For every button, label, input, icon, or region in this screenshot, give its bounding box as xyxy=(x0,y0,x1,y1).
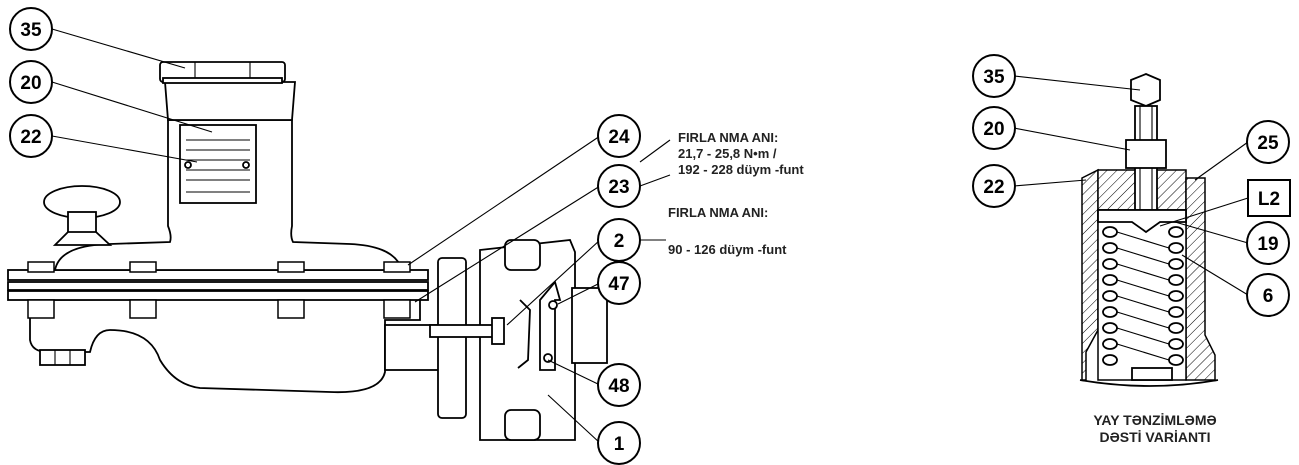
callout-6: 6 xyxy=(1246,273,1290,317)
callout-35-right: 35 xyxy=(972,54,1016,98)
torque-note-2-heading: FIRLA NMA ANI: xyxy=(668,205,769,220)
svg-text:19: 19 xyxy=(1257,234,1278,255)
kit-caption-line2: DƏSTİ VARİANTI xyxy=(1099,429,1211,445)
svg-text:20: 20 xyxy=(983,119,1004,140)
svg-text:24: 24 xyxy=(608,127,630,148)
svg-text:47: 47 xyxy=(608,274,629,295)
leader-lines-left xyxy=(51,28,671,444)
callout-25: 25 xyxy=(1246,120,1290,164)
label-box-l2: L2 xyxy=(1247,179,1291,217)
callout-20-right: 20 xyxy=(972,106,1016,150)
callout-23: 23 xyxy=(597,164,641,208)
svg-text:22: 22 xyxy=(20,127,41,148)
torque-note-1-line1: 21,7 - 25,8 N•m / xyxy=(678,146,777,161)
svg-text:L2: L2 xyxy=(1258,189,1280,210)
spring-kit-section-view xyxy=(1079,73,1219,387)
regulator-side-view xyxy=(7,61,608,441)
callout-22-right: 22 xyxy=(972,164,1016,208)
callout-22-left: 22 xyxy=(9,114,53,158)
torque-note-2-line1: 90 - 126 düym -funt xyxy=(668,242,787,257)
callout-1: 1 xyxy=(597,421,641,465)
callout-35-left: 35 xyxy=(9,7,53,51)
callout-19: 19 xyxy=(1246,221,1290,265)
svg-text:35: 35 xyxy=(983,67,1005,88)
spring-coils xyxy=(1102,226,1184,366)
svg-text:25: 25 xyxy=(1257,133,1279,154)
torque-note-1-heading: FIRLA NMA ANI: xyxy=(678,130,779,145)
kit-caption: YAY TƏNZİMLƏMƏ DƏSTİ VARİANTI xyxy=(1075,412,1235,446)
svg-text:48: 48 xyxy=(608,376,629,397)
callout-24: 24 xyxy=(597,114,641,158)
svg-text:6: 6 xyxy=(1263,286,1274,307)
callout-20-left: 20 xyxy=(9,60,53,104)
svg-text:22: 22 xyxy=(983,177,1004,198)
callout-48: 48 xyxy=(597,363,641,407)
kit-caption-line1: YAY TƏNZİMLƏMƏ xyxy=(1093,412,1217,428)
torque-note-1-line2: 192 - 228 düym -funt xyxy=(678,162,804,177)
torque-note-1: FIRLA NMA ANI: 21,7 - 25,8 N•m / 192 - 2… xyxy=(678,130,804,178)
svg-text:1: 1 xyxy=(614,434,625,455)
svg-text:2: 2 xyxy=(614,231,625,252)
callout-47: 47 xyxy=(597,261,641,305)
svg-text:35: 35 xyxy=(20,20,42,41)
leader-lines-right xyxy=(1013,75,1249,296)
svg-text:23: 23 xyxy=(608,177,629,198)
svg-text:20: 20 xyxy=(20,73,41,94)
callout-2: 2 xyxy=(597,218,641,262)
